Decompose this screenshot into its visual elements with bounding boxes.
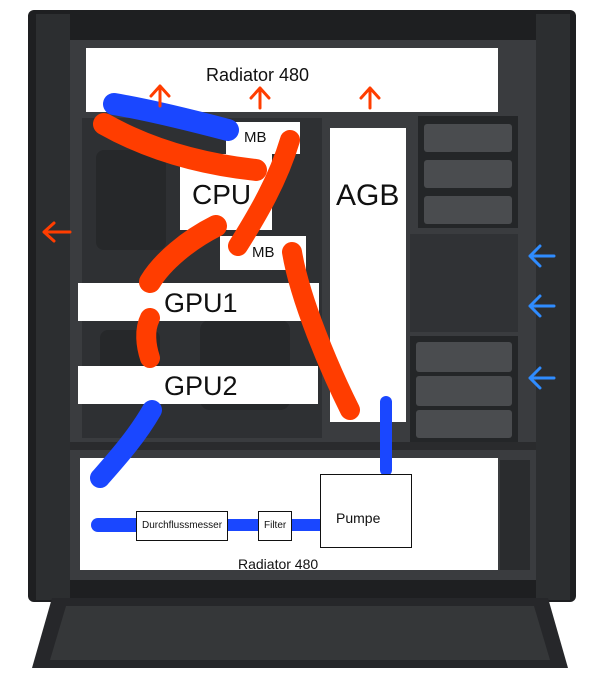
gpu1-box — [78, 283, 319, 321]
arrow-up-icon — [249, 86, 271, 110]
tube-mb-to-cpu — [228, 130, 300, 256]
flowmeter-label: Durchflussmesser — [142, 520, 223, 531]
cpu-label: CPU — [192, 179, 252, 210]
psu-shroud-edge — [70, 442, 536, 450]
radiator-top-label: Radiator 480 — [206, 65, 310, 85]
tube-gpu1-to-gpu2 — [136, 308, 160, 368]
hot-loop-tubing — [93, 113, 360, 420]
tube-radiator-to-mb — [103, 93, 239, 141]
tube-mb-to-agb — [282, 242, 360, 420]
arrow-up-icon — [149, 84, 171, 108]
gpu1-label: GPU1 — [164, 288, 238, 318]
gpu2-box — [78, 366, 318, 404]
pump-box — [320, 474, 412, 548]
pump-label: Pumpe — [336, 510, 381, 526]
drive-bays-bottom — [410, 336, 518, 442]
arrow-left-icon — [528, 366, 556, 390]
filter-box — [258, 511, 292, 541]
arrow-up-icon — [359, 86, 381, 110]
case-left-pillar — [36, 14, 70, 600]
gpu2-label: GPU2 — [164, 371, 238, 401]
tray-cutout — [96, 150, 166, 250]
cold-loop-tubing — [90, 93, 392, 532]
side-cage — [410, 234, 518, 332]
radiator-bottom-label: Radiator 480 — [238, 556, 319, 572]
flowmeter-box — [136, 511, 228, 541]
front-panel-mesh — [50, 606, 550, 660]
mb-lower-label: MB — [252, 244, 275, 261]
drive-bays-top — [418, 116, 518, 228]
filter-label: Filter — [264, 520, 287, 531]
tube-cpu-to-gpu1 — [139, 215, 227, 293]
arrow-left-icon — [42, 221, 72, 243]
tube-gpu2-to-radiator — [90, 400, 162, 488]
arrow-left-icon — [528, 294, 556, 318]
bottom-vent — [500, 460, 530, 570]
arrow-left-icon — [528, 244, 556, 268]
mb-top-label: MB — [244, 129, 267, 146]
agb-label: AGB — [336, 179, 400, 212]
tube-radiator-to-cpu — [93, 113, 267, 181]
